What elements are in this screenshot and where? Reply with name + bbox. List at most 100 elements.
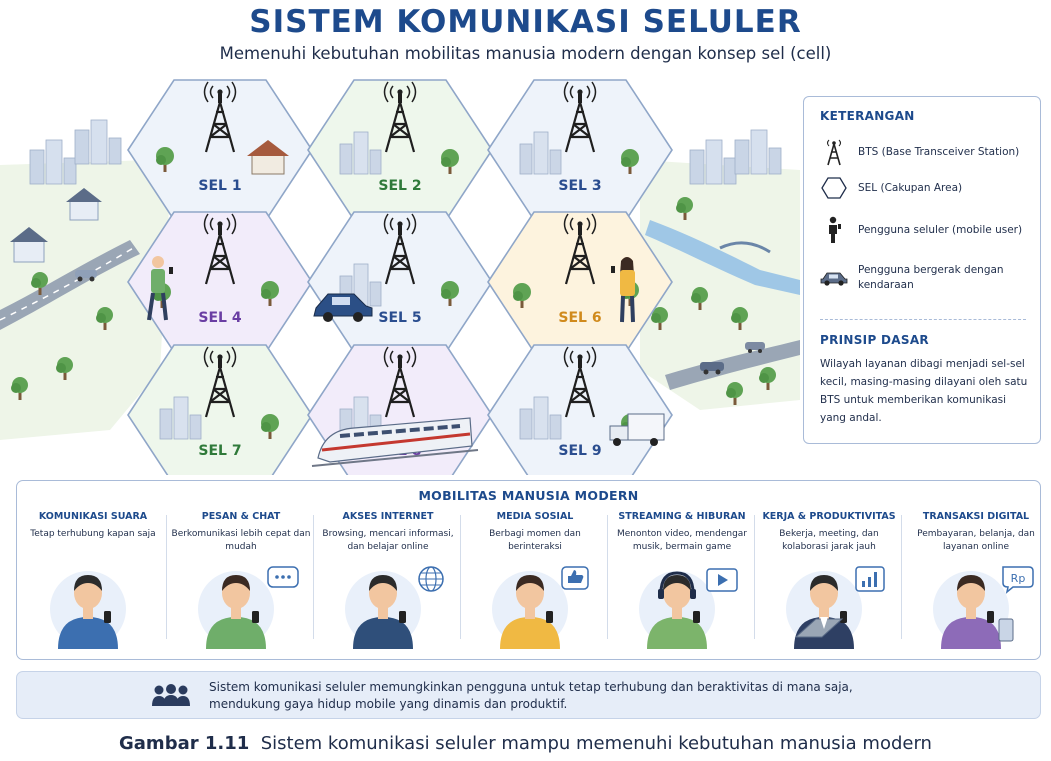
person-illustration xyxy=(50,571,126,649)
person-illustration xyxy=(639,568,738,649)
mobility-panel: MOBILITAS MANUSIA MODERN KOMUNIKASI SUAR… xyxy=(16,480,1041,660)
bts-tower-icon xyxy=(383,346,417,418)
truck-icon xyxy=(609,413,665,446)
mobility-item-title: AKSES INTERNET xyxy=(342,511,434,522)
mobility-divider xyxy=(313,515,314,639)
bts-tower-icon xyxy=(563,346,597,418)
mobility-item: PESAN & CHAT Berkomunikasi lebih cepat da… xyxy=(168,511,314,653)
bts-tower-icon xyxy=(383,81,417,153)
legend-item-car-label: Pengguna bergerak dengan kendaraan xyxy=(858,264,1004,291)
svg-text:Rp: Rp xyxy=(1011,572,1026,585)
bts-tower-icon xyxy=(563,213,597,285)
hexagon-cell-icon xyxy=(820,173,848,203)
globe-icon xyxy=(418,566,444,592)
page-subtitle: Memenuhi kebutuhan mobilitas manusia mod… xyxy=(219,44,832,63)
mobility-divider xyxy=(901,515,902,639)
legend-item-cell-label: SEL (Cakupan Area) xyxy=(858,181,963,194)
legend-divider xyxy=(820,319,1026,320)
play-icon xyxy=(706,568,738,592)
mobility-item: MEDIA SOSIAL Berbagi momen dan berinterak… xyxy=(462,511,608,653)
cell-2: SEL 2 xyxy=(307,79,493,221)
figure-caption-label: Gambar 1.11 xyxy=(119,733,250,754)
car-icon xyxy=(745,342,765,353)
legend-item-user: Pengguna seluler (mobile user) xyxy=(820,215,1028,245)
mobility-divider xyxy=(607,515,608,639)
cell-label: SEL 9 xyxy=(558,443,601,459)
mobility-item-title: KERJA & PRODUKTIVITAS xyxy=(762,511,896,522)
house-icon xyxy=(247,140,289,175)
legend-title: KETERANGAN xyxy=(820,109,915,123)
chart-icon xyxy=(855,566,885,592)
person-illustration xyxy=(492,566,589,649)
legend-item-cell: SEL (Cakupan Area) xyxy=(820,173,1028,203)
cell-label: SEL 6 xyxy=(558,310,601,326)
mobility-item: KERJA & PRODUKTIVITAS Bekerja, meeting, d… xyxy=(756,511,902,653)
like-icon xyxy=(561,566,589,590)
bts-tower-icon xyxy=(203,81,237,153)
mobility-item-title: PESAN & CHAT xyxy=(201,511,281,522)
legend-item-bts-label: BTS (Base Transceiver Station) xyxy=(858,145,1020,158)
mobility-item-desc: Tetap terhubung kapan saja xyxy=(30,529,156,539)
car-icon xyxy=(700,362,724,375)
mobility-divider xyxy=(460,515,461,639)
bts-tower-icon xyxy=(383,213,417,285)
mobility-item-title: STREAMING & HIBURAN xyxy=(618,511,746,522)
cell-4: SEL 4 xyxy=(127,211,313,353)
cell-label: SEL 3 xyxy=(558,178,601,194)
users-group-icon xyxy=(152,684,190,706)
mobility-divider xyxy=(754,515,755,639)
mobility-title: MOBILITAS MANUSIA MODERN xyxy=(418,488,639,503)
background-scenery xyxy=(0,119,800,440)
cell-label: SEL 1 xyxy=(198,178,241,194)
summary-note-line1: Sistem komunikasi seluler memungkinkan p… xyxy=(209,680,853,694)
mobility-item: AKSES INTERNET Browsing, mencari informas… xyxy=(315,511,461,653)
cell-5: SEL 5 xyxy=(307,211,493,353)
legend-panel: KETERANGAN BTS (Base Transceiver Station… xyxy=(803,96,1041,444)
mobility-item-title: KOMUNIKASI SUARA xyxy=(38,511,148,522)
cell-label: SEL 7 xyxy=(198,443,241,459)
mobility-item-title: MEDIA SOSIAL xyxy=(496,511,574,522)
mobility-item: TRANSAKSI DIGITAL Pembayaran, belanja, da… xyxy=(903,511,1049,653)
mobile-user-icon xyxy=(820,215,848,245)
train-icon xyxy=(311,417,479,467)
cell-6: SEL 6 xyxy=(487,211,673,353)
summary-note-line2: mendukung gaya hidup mobile yang dinamis… xyxy=(209,697,568,711)
bts-tower-icon xyxy=(203,213,237,285)
mobility-item: KOMUNIKASI SUARA Tetap terhubung kapan sa… xyxy=(20,511,166,653)
mobility-item: STREAMING & HIBURAN Menonton video, mende… xyxy=(609,511,755,653)
mobility-item-desc: Berkomunikasi lebih cepat dan mudah xyxy=(171,529,311,552)
mobility-item-desc: Berbagi momen dan berinteraksi xyxy=(489,529,581,552)
summary-note: Sistem komunikasi seluler memungkinkan p… xyxy=(16,671,1041,719)
car-icon xyxy=(820,263,848,293)
principle-title: PRINSIP DASAR xyxy=(820,333,929,347)
mobility-item-desc: Browsing, mencari informasi, dan belajar… xyxy=(322,529,454,552)
mobility-item-desc: Bekerja, meeting, dan kolaborasi jarak j… xyxy=(779,529,879,552)
figure-caption: Gambar 1.11 Sistem komunikasi seluler ma… xyxy=(0,733,1051,754)
mobility-item-desc: Pembayaran, belanja, dan layanan online xyxy=(917,529,1035,552)
car-icon xyxy=(75,270,97,282)
car-icon xyxy=(313,293,373,322)
figure-caption-text: Sistem komunikasi seluler mampu memenuhi… xyxy=(260,733,932,754)
mobility-item-desc: Menonton video, mendengar musik, bermain… xyxy=(616,529,747,552)
legend-item-user-label: Pengguna seluler (mobile user) xyxy=(858,223,1023,236)
cell-7: SEL 7 xyxy=(127,344,313,475)
cell-label: SEL 4 xyxy=(198,310,241,326)
person-illustration: Rp xyxy=(933,566,1034,649)
legend-item-bts: BTS (Base Transceiver Station) xyxy=(820,137,1028,167)
bts-tower-icon xyxy=(203,346,237,418)
cell-label: SEL 2 xyxy=(378,178,421,194)
mobile-user-icon xyxy=(611,257,635,323)
mobile-user-icon xyxy=(147,256,173,321)
rupiah-icon: Rp xyxy=(1002,566,1034,594)
mobility-divider xyxy=(166,515,167,639)
page-title: SISTEM KOMUNIKASI SELULER xyxy=(249,4,802,40)
bts-tower-icon xyxy=(563,81,597,153)
person-illustration xyxy=(786,566,885,649)
bts-tower-icon xyxy=(820,137,848,167)
principle-text: Wilayah layanan dibagi menjadi sel-sel k… xyxy=(820,358,1028,424)
person-illustration xyxy=(198,566,299,649)
mobility-item-title: TRANSAKSI DIGITAL xyxy=(922,511,1030,522)
legend-item-car: Pengguna bergerak dengan kendaraan xyxy=(820,263,1028,293)
chat-bubble-icon xyxy=(267,566,299,588)
